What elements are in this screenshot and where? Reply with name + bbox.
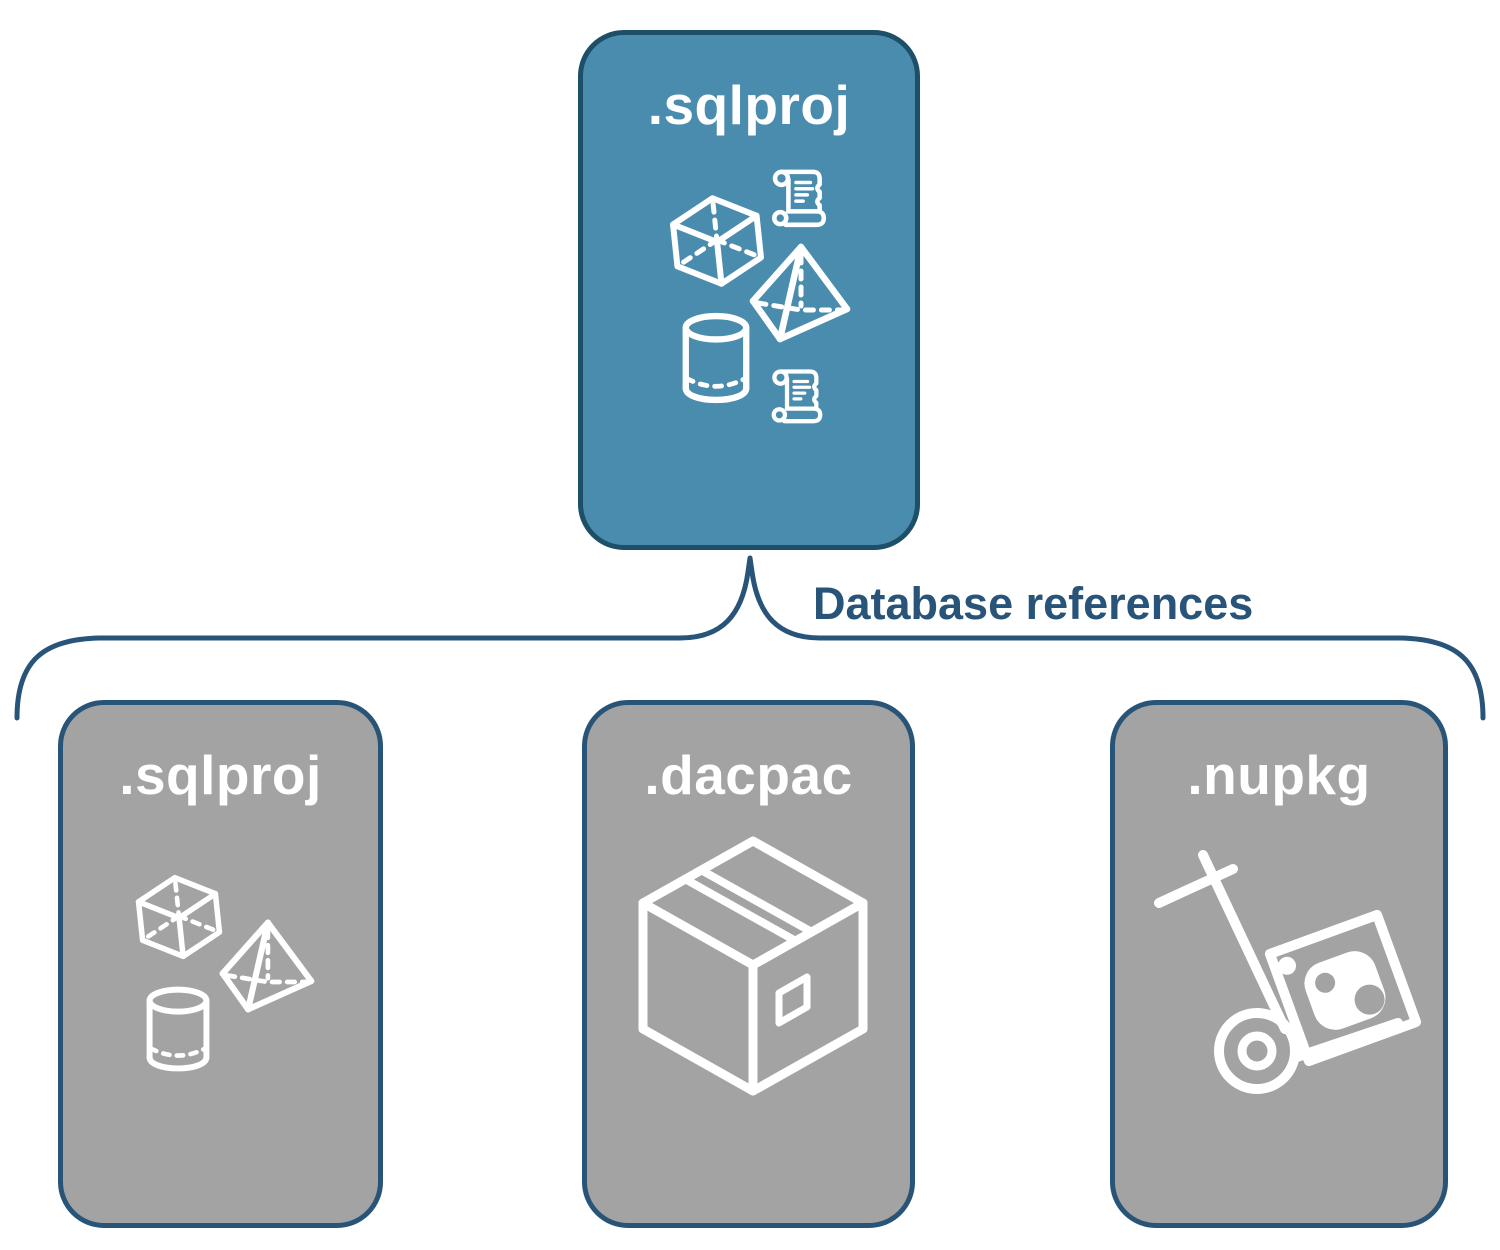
child-box-nupkg: .nupkg [1110,700,1448,1228]
package-box-icon [638,836,868,1096]
parent-box-sqlproj: .sqlproj [578,30,920,550]
parent-box-title: .sqlproj [647,74,851,136]
brace-connector [14,555,1486,721]
connector-label: Database references [813,578,1254,629]
hand-truck-package-icon [1154,850,1422,1094]
scroll-icon [765,365,827,427]
cylinder-icon [677,311,755,405]
child-box-title: .nupkg [1187,744,1371,806]
child-box-title: .dacpac [644,744,853,806]
child-box-title: .sqlproj [119,744,322,806]
cylinder-icon [141,985,215,1073]
scroll-icon [765,165,831,231]
pyramid-icon [213,917,319,1015]
child-box-dacpac: .dacpac [582,700,915,1228]
pyramid-icon [743,241,855,345]
child-box-sqlproj: .sqlproj [58,700,383,1228]
